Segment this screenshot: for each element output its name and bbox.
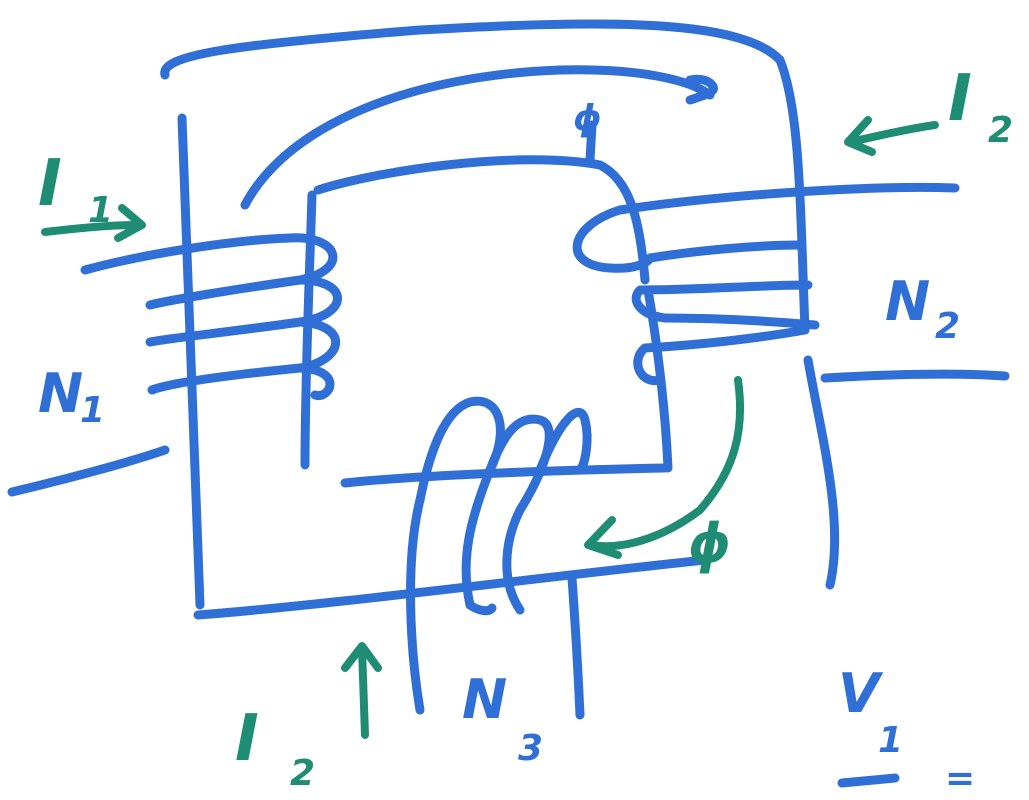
current-arrow-i2-top	[844, 116, 939, 156]
coil-n3-turn	[461, 396, 505, 610]
coil-n1-lead-bottom	[7, 445, 170, 497]
label-n1-subscript: 1	[80, 390, 105, 431]
label-i1-subscript: 1	[88, 190, 113, 231]
coil-n3	[406, 396, 592, 720]
coil-n2-turn	[645, 240, 805, 263]
coil-n2-turn	[633, 325, 810, 386]
coil-n3-lead-right	[567, 573, 585, 720]
current-arrow-i2-bottom	[341, 642, 382, 739]
label-i2-top-letter: I	[948, 62, 972, 136]
coil-n2	[572, 182, 1010, 386]
core-top-outer-edge	[160, 19, 810, 335]
coil-n3-turn	[535, 407, 592, 475]
coil-n1-lead-top	[80, 233, 295, 275]
label-v1-equals: =	[945, 758, 975, 799]
label-i1-letter: I	[38, 147, 62, 221]
label-n3-letter: N	[462, 668, 507, 731]
coil-n2-lead-top	[615, 182, 960, 215]
label-v1-letter: V	[838, 662, 884, 725]
core-bottom-outer-edge	[193, 555, 710, 620]
coil-n3-turn	[465, 600, 497, 616]
coil-n2-first-loop	[572, 205, 655, 273]
coil-n2-lead-bottom	[820, 369, 1010, 383]
coil-n1-turn-back	[295, 363, 335, 400]
label-flux-right: ϕ	[688, 512, 731, 575]
core-window-right	[643, 285, 673, 473]
flux-arrow-right	[584, 376, 745, 559]
coil-n3-lead-left	[406, 397, 475, 715]
current-arrow-i1	[41, 204, 146, 242]
flux-arrow-right-curve	[586, 376, 745, 551]
coil-n2-turn	[660, 313, 820, 330]
label-i2-top-subscript: 2	[988, 110, 1013, 151]
v1-underline	[837, 773, 900, 788]
label-i2-bottom-subscript: 2	[290, 753, 315, 794]
flux-arrow-top-head	[685, 74, 718, 105]
label-n2-letter: N	[885, 270, 930, 333]
core-window-top	[313, 155, 650, 285]
core-window-bottom	[340, 463, 670, 488]
label-n1-letter: N	[38, 362, 83, 425]
current-arrows	[41, 116, 939, 739]
core-right-outer-edge	[803, 355, 840, 590]
label-flux-top: ϕ	[573, 98, 602, 139]
label-i2-bottom-letter: I	[235, 702, 259, 776]
label-n3-subscript: 3	[518, 728, 543, 769]
label-n2-subscript: 2	[935, 306, 960, 347]
label-v1-subscript: 1	[878, 720, 903, 761]
coil-n1	[7, 233, 342, 497]
voltage-marks	[837, 773, 900, 788]
flux-arrow-top	[240, 65, 718, 210]
core-left-outer-edge	[177, 113, 205, 610]
coil-n2-turn	[631, 280, 813, 323]
flux-arrow-right-head	[584, 516, 622, 559]
flux-arrow-top-curve	[240, 65, 715, 210]
flux-arrow-top-tick	[585, 120, 597, 165]
labels: I 1 I 2 I 2 N 1 N 2 N 3 ϕ ϕ V 1 =	[38, 62, 1013, 799]
